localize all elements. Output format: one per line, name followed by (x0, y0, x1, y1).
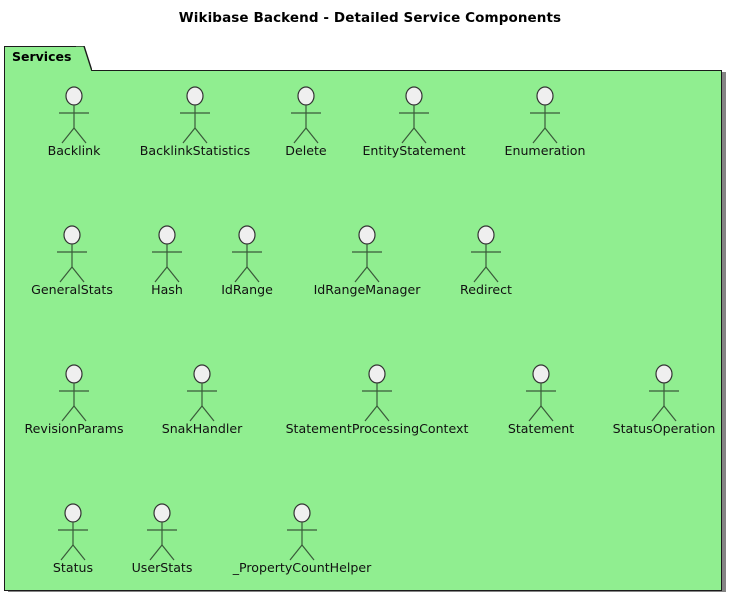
actor-revisionparams[interactable]: RevisionParams (24, 362, 124, 436)
actor-figure-icon (58, 503, 88, 561)
actor-entitystatement[interactable]: EntityStatement (362, 84, 466, 158)
actor-hash[interactable]: Hash (151, 223, 183, 297)
actor-backlink[interactable]: Backlink (48, 84, 100, 158)
page-title: Wikibase Backend - Detailed Service Comp… (178, 10, 562, 26)
actor-snakhandler[interactable]: SnakHandler (162, 362, 242, 436)
actor-status[interactable]: Status (53, 501, 93, 575)
package-body (4, 70, 722, 591)
package-tab (4, 46, 84, 71)
actor-label: _PropertyCountHelper (232, 560, 372, 575)
actor-userstats[interactable]: UserStats (132, 501, 192, 575)
actor-label: GeneralStats (31, 282, 113, 297)
actor-figure-icon (291, 86, 321, 144)
actor-figure-icon (362, 364, 392, 422)
actor-figure-icon (59, 364, 89, 422)
actor-label: UserStats (131, 560, 193, 575)
actor-figure-icon (152, 225, 182, 283)
actor-figure-icon (232, 225, 262, 283)
actor-label: RevisionParams (24, 421, 124, 436)
actor-figure-icon (530, 86, 560, 144)
package-services: Services (4, 46, 728, 594)
actor-label: SnakHandler (161, 421, 243, 436)
actor-redirect[interactable]: Redirect (460, 223, 512, 297)
actor-label: IdRange (221, 282, 273, 297)
actor-backlinkstatistics[interactable]: BacklinkStatistics (140, 84, 250, 158)
actor-idrangemanager[interactable]: IdRangeManager (314, 223, 420, 297)
actor-_propertycounthelper[interactable]: _PropertyCountHelper (233, 501, 371, 575)
actor-label: BacklinkStatistics (139, 143, 251, 158)
actor-figure-icon (526, 364, 556, 422)
package-tab-slant-icon (76, 46, 92, 71)
actor-figure-icon (352, 225, 382, 283)
actor-label: Backlink (47, 143, 101, 158)
actor-generalstats[interactable]: GeneralStats (31, 223, 113, 297)
actor-label: Statement (507, 421, 575, 436)
actor-statementprocessingcontext[interactable]: StatementProcessingContext (286, 362, 468, 436)
actor-figure-icon (471, 225, 501, 283)
actor-figure-icon (287, 503, 317, 561)
actor-figure-icon (59, 86, 89, 144)
actor-delete[interactable]: Delete (285, 84, 327, 158)
actor-enumeration[interactable]: Enumeration (505, 84, 585, 158)
actor-figure-icon (180, 86, 210, 144)
actor-label: Enumeration (504, 143, 586, 158)
actor-label: Delete (285, 143, 327, 158)
actor-statusoperation[interactable]: StatusOperation (613, 362, 715, 436)
actor-figure-icon (147, 503, 177, 561)
actor-label: StatusOperation (612, 421, 716, 436)
actor-label: Hash (151, 282, 183, 297)
actor-label: Redirect (460, 282, 512, 297)
actor-statement[interactable]: Statement (508, 362, 574, 436)
actor-figure-icon (57, 225, 87, 283)
actor-figure-icon (649, 364, 679, 422)
actor-label: EntityStatement (362, 143, 466, 158)
actor-label: IdRangeManager (313, 282, 421, 297)
package-tab-label: Services (12, 49, 72, 64)
actor-label: StatementProcessingContext (285, 421, 469, 436)
actor-idrange[interactable]: IdRange (221, 223, 273, 297)
actor-figure-icon (399, 86, 429, 144)
actor-label: Status (52, 560, 94, 575)
actor-figure-icon (187, 364, 217, 422)
